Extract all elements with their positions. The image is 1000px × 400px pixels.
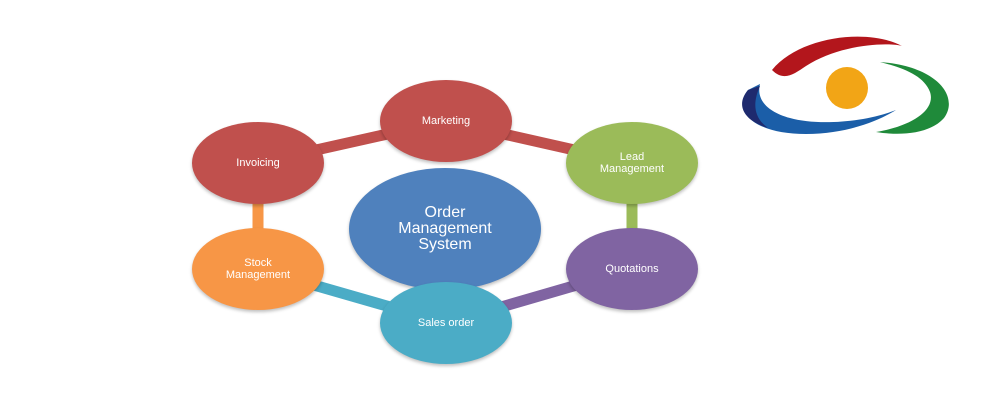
node-sales-order: Sales order: [380, 282, 512, 364]
node-label: Invoicing: [236, 157, 280, 169]
node-label: Stock Management: [225, 257, 291, 281]
node-invoicing: Invoicing: [192, 122, 324, 204]
node-lead-management: Lead Management: [566, 122, 698, 204]
node-label: Marketing: [421, 115, 471, 127]
node-label: Order Management System: [398, 204, 492, 253]
node-label: Lead Management: [599, 151, 665, 175]
node-quotations: Quotations: [566, 228, 698, 310]
node-label: Quotations: [605, 263, 659, 275]
logo-navy-swoosh: [742, 86, 768, 128]
company-logo: [742, 36, 949, 134]
logo-sun: [826, 67, 868, 109]
logo-green-swoosh: [876, 62, 949, 134]
node-stock-management: Stock Management: [192, 228, 324, 310]
node-order-management-system: Order Management System: [349, 168, 541, 290]
node-marketing: Marketing: [380, 80, 512, 162]
node-label: Sales order: [417, 317, 475, 329]
logo-blue-swoosh: [742, 84, 896, 134]
logo-red-swoosh: [772, 36, 902, 77]
